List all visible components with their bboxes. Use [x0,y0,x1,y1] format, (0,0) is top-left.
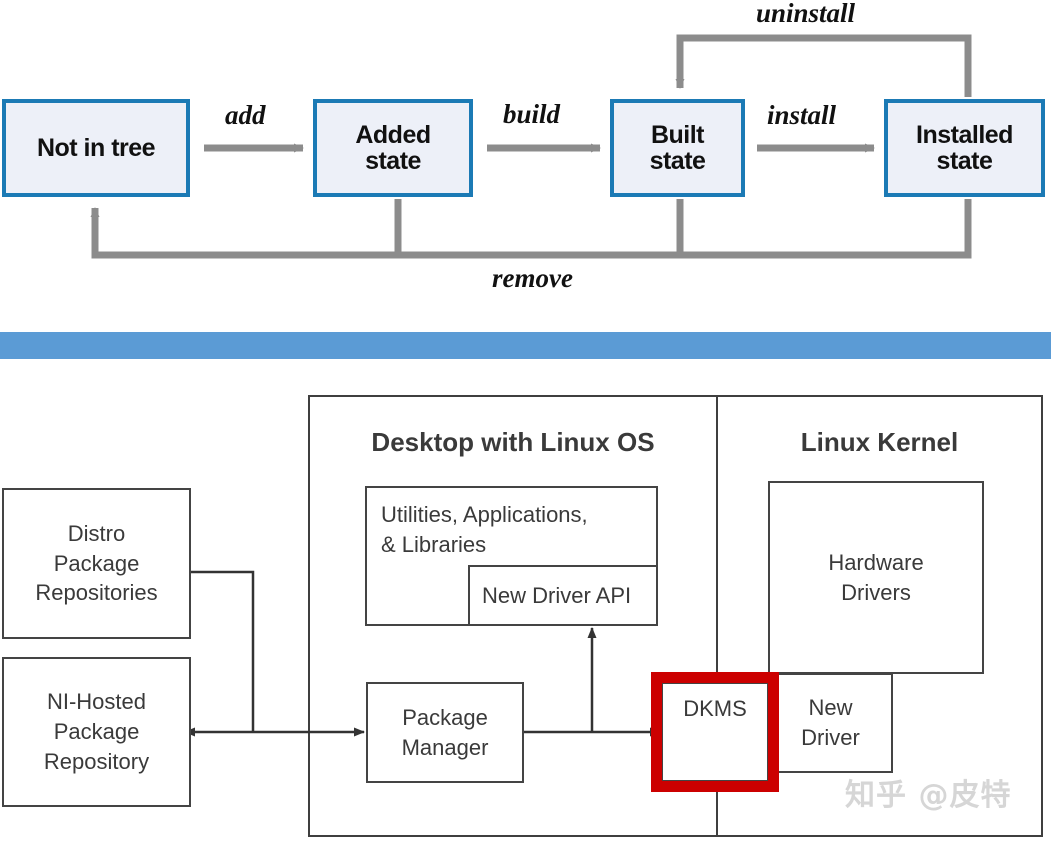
box-new-driver[interactable]: New Driver [768,673,893,773]
transition-label-build: build [503,99,561,129]
state-label-line: state [365,147,421,175]
box-package-manager[interactable]: Package Manager [366,682,524,783]
transition-label-uninstall: uninstall [756,0,856,28]
arrow-remove [90,199,972,259]
transition-label-remove: remove [492,263,573,293]
box-label-line: Utilities, Applications, [381,502,588,527]
state-label-line: Installed [916,120,1013,149]
box-label-line: New [808,695,853,721]
dkms-highlight-outline [651,672,779,792]
state-machine-arrows [90,34,972,259]
box-label-line: Package [53,550,140,576]
zhihu-watermark: 知乎 @皮特 [845,778,1012,813]
state-label-line: Built [650,120,705,149]
box-label-line: Package [402,704,488,730]
state-box-added-state[interactable]: Added state [313,99,473,197]
box-label-line: Repository [43,748,150,774]
box-label-line: DKMS [683,696,747,721]
box-label-line: Repositories [35,580,158,606]
box-dkms[interactable]: DKMS [661,682,769,782]
box-ni-hosted-package-repository[interactable]: NI-Hosted Package Repository [2,657,191,807]
box-label-line: Driver [801,725,860,750]
container-title-desktop-with-linux-os: Desktop with Linux OS [371,427,655,457]
state-box-not-in-tree[interactable]: Not in tree [2,99,190,197]
state-label-line: state [936,147,993,175]
box-distro-package-repositories[interactable]: Distro Package Repositories [2,488,191,639]
connector-distro-to-bus [191,570,255,732]
transition-label-add: add [225,100,266,130]
state-box-installed-state[interactable]: Installed state [884,99,1045,197]
box-label-line: Drivers [841,579,911,605]
arrow-uninstall [675,34,972,97]
box-label-line: & Libraries [381,531,487,557]
box-hardware-drivers[interactable]: Hardware Drivers [768,481,984,674]
box-label-line: Package [53,719,140,745]
container-linux-kernel [716,395,1043,837]
box-label-line: New Driver API [482,583,632,608]
box-new-driver-api[interactable]: New Driver API [468,565,658,626]
dkms-architecture-diagram: Desktop with Linux OS Linux Kernel [0,360,1051,844]
box-label-line: NI-Hosted [46,689,147,715]
blue-divider-band [0,332,1051,359]
transition-label-install: install [767,100,837,130]
state-box-built-state[interactable]: Built state [610,99,745,197]
box-label-line: Hardware [828,549,924,575]
box-label-line: Distro [67,520,126,546]
state-label-line: Added [355,120,431,149]
container-title-linux-kernel: Linux Kernel [800,427,959,457]
state-label-line: Not in tree [36,133,156,162]
dkms-state-machine-diagram: Not in tree Added state Built state Inst… [0,0,1051,330]
box-label-line: Manager [401,734,489,760]
state-label-line: state [649,147,706,175]
